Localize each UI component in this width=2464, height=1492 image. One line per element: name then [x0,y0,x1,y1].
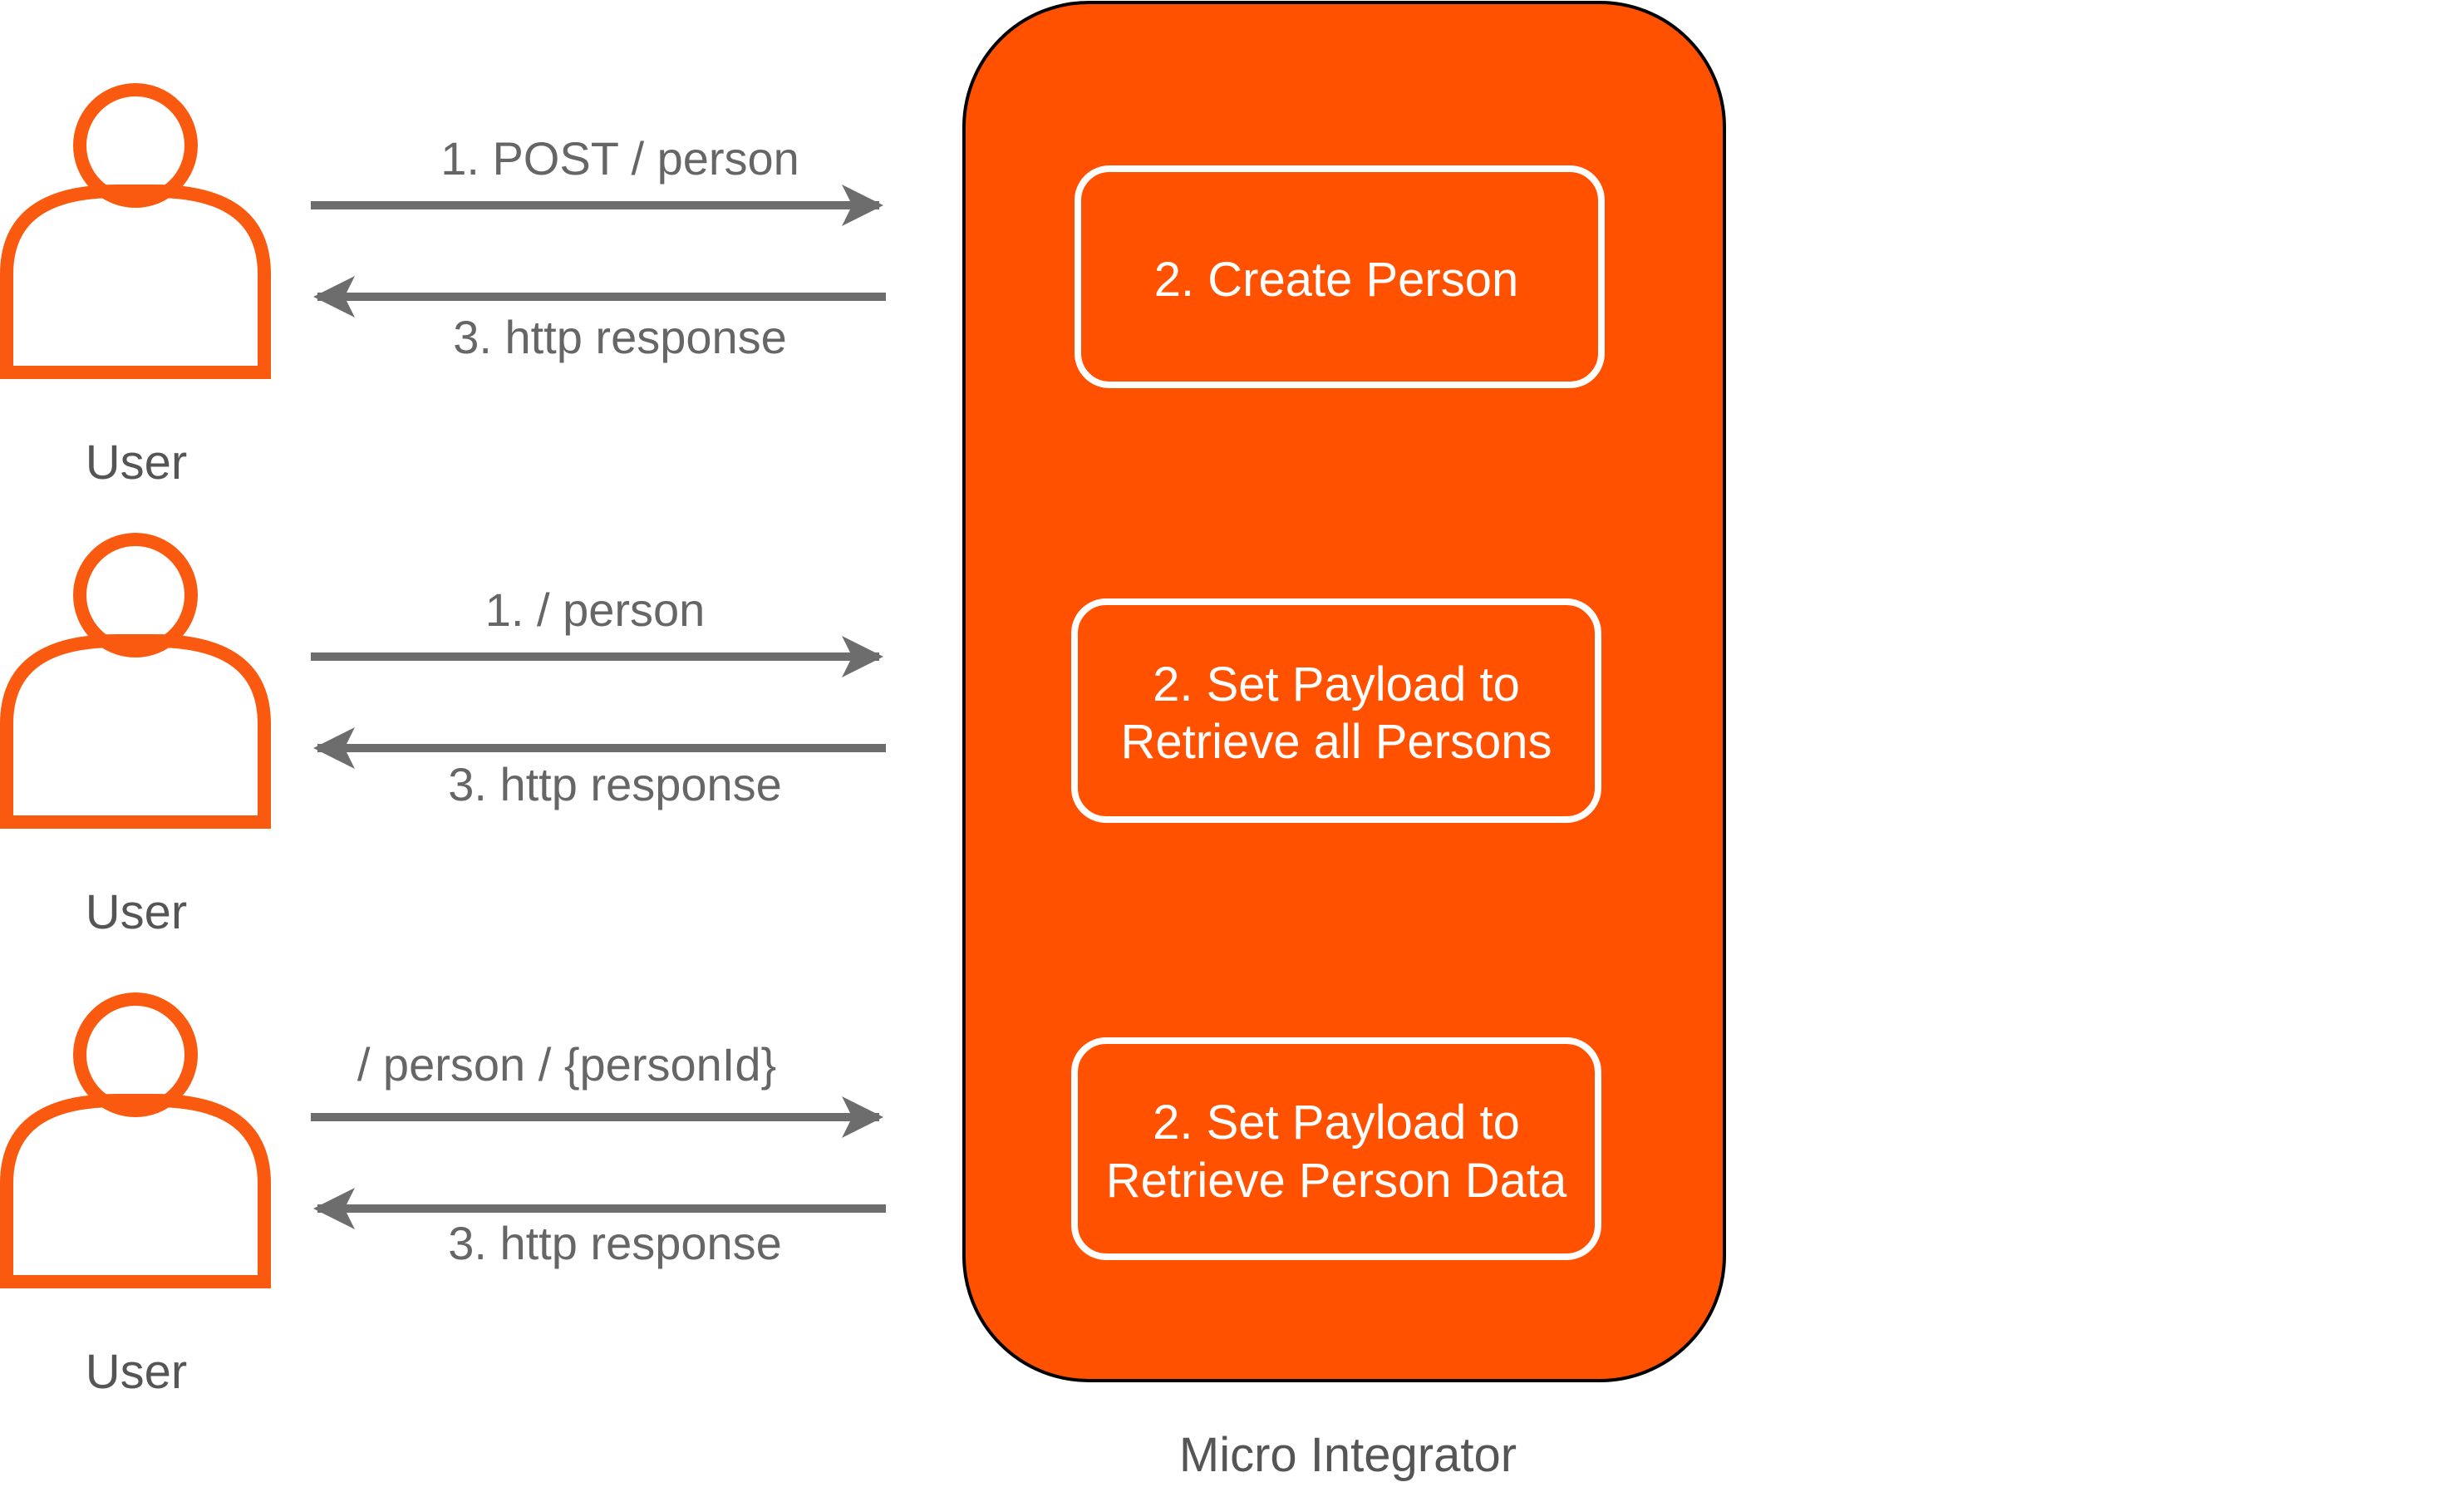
user-label: User [86,885,187,939]
response-label: 3. http response [453,311,787,363]
user-actor-3: User [0,992,271,1399]
micro-integrator-container [962,1,1726,1382]
step-label: 2. Set Payload to [1153,1096,1520,1150]
request-label: 1. POST / person [440,132,799,185]
response-label: 3. http response [448,758,782,810]
person-icon [0,533,271,829]
step-box-create-person [1075,165,1605,388]
user-label: User [86,436,187,490]
response-label: 3. http response [448,1217,782,1269]
step-label: Retrieve Person Data [1106,1154,1567,1208]
step-box-retrieve-all-persons [1071,598,1601,823]
step-box-retrieve-person-data [1071,1037,1601,1260]
step-label: 2. Set Payload to [1153,657,1520,712]
micro-integrator-label: Micro Integrator [1179,1428,1517,1482]
person-icon [0,992,271,1288]
step-label: 2. Create Person [1154,253,1518,307]
person-icon [0,83,271,379]
user-actor-2: User [0,533,271,939]
request-label: 1. / person [485,584,706,636]
user-actor-1: User [0,83,271,490]
user-label: User [86,1345,187,1399]
request-label: / person / {personId} [357,1038,776,1091]
step-label: Retrieve all Persons [1121,715,1552,769]
